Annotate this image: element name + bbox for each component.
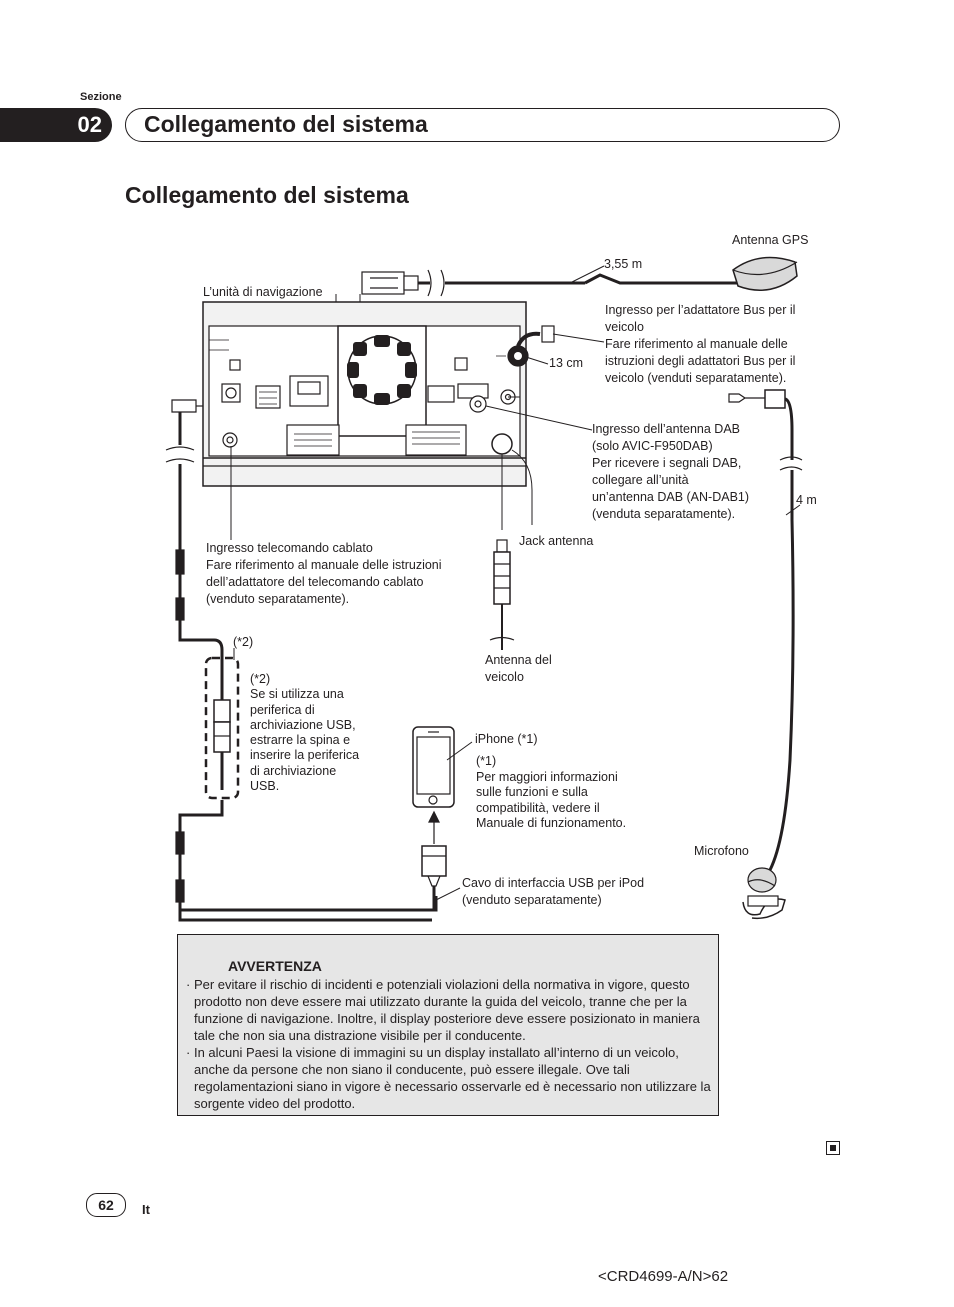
av-connector: [405, 424, 467, 456]
mic-cable-length: 4 m: [796, 493, 817, 507]
warning-item: · Per evitare il rischio di incidenti e …: [186, 977, 700, 1043]
antenna-jack: [491, 433, 513, 455]
nav-unit-label: L’unità di navigazione: [203, 285, 323, 299]
gps-antenna-label: Antenna GPS: [732, 233, 809, 247]
section-label: Sezione: [80, 91, 122, 103]
dab-input-label: Ingresso dell’antenna DAB(solo AVIC-F950…: [592, 422, 750, 521]
note1-text: (*1)Per maggiori informazioni sulle funz…: [476, 754, 627, 831]
gps-connector: [361, 271, 405, 295]
remote-port: [222, 432, 238, 448]
microphone-label: Microfono: [694, 844, 749, 858]
iphone-label: iPhone (*1): [475, 732, 538, 746]
section-number: 02: [0, 108, 112, 142]
gps-cable-length: 3,55 m: [604, 257, 643, 271]
dab-port: [469, 395, 487, 413]
fan: [347, 335, 417, 405]
usb-plug-group: [204, 656, 240, 800]
document-code: <CRD4699-A/N>62: [598, 1268, 729, 1285]
section-title: Collegamento del sistema: [125, 108, 840, 142]
warning-box: [177, 934, 719, 1116]
page-title: Collegamento del sistema: [125, 182, 409, 208]
warning-text: · Per evitare il rischio di incidenti e …: [184, 976, 716, 1112]
vehicle-antenna-plug: [493, 551, 511, 605]
bus-length: 13 cm: [549, 356, 584, 370]
usb-cable-label: Cavo di interfaccia USB per iPod(venduto…: [462, 876, 645, 907]
page-number: 62: [86, 1193, 126, 1217]
end-mark-icon: [826, 1141, 840, 1155]
warning-item: · In alcuni Paesi la visione di immagini…: [186, 1045, 711, 1111]
language-code: It: [142, 1202, 150, 1217]
note2-marker: (*2): [233, 635, 254, 649]
ipod-connector: [421, 845, 447, 877]
warning-title: AVVERTENZA: [228, 958, 322, 974]
antenna-jack-label: Jack antenna: [519, 534, 594, 548]
